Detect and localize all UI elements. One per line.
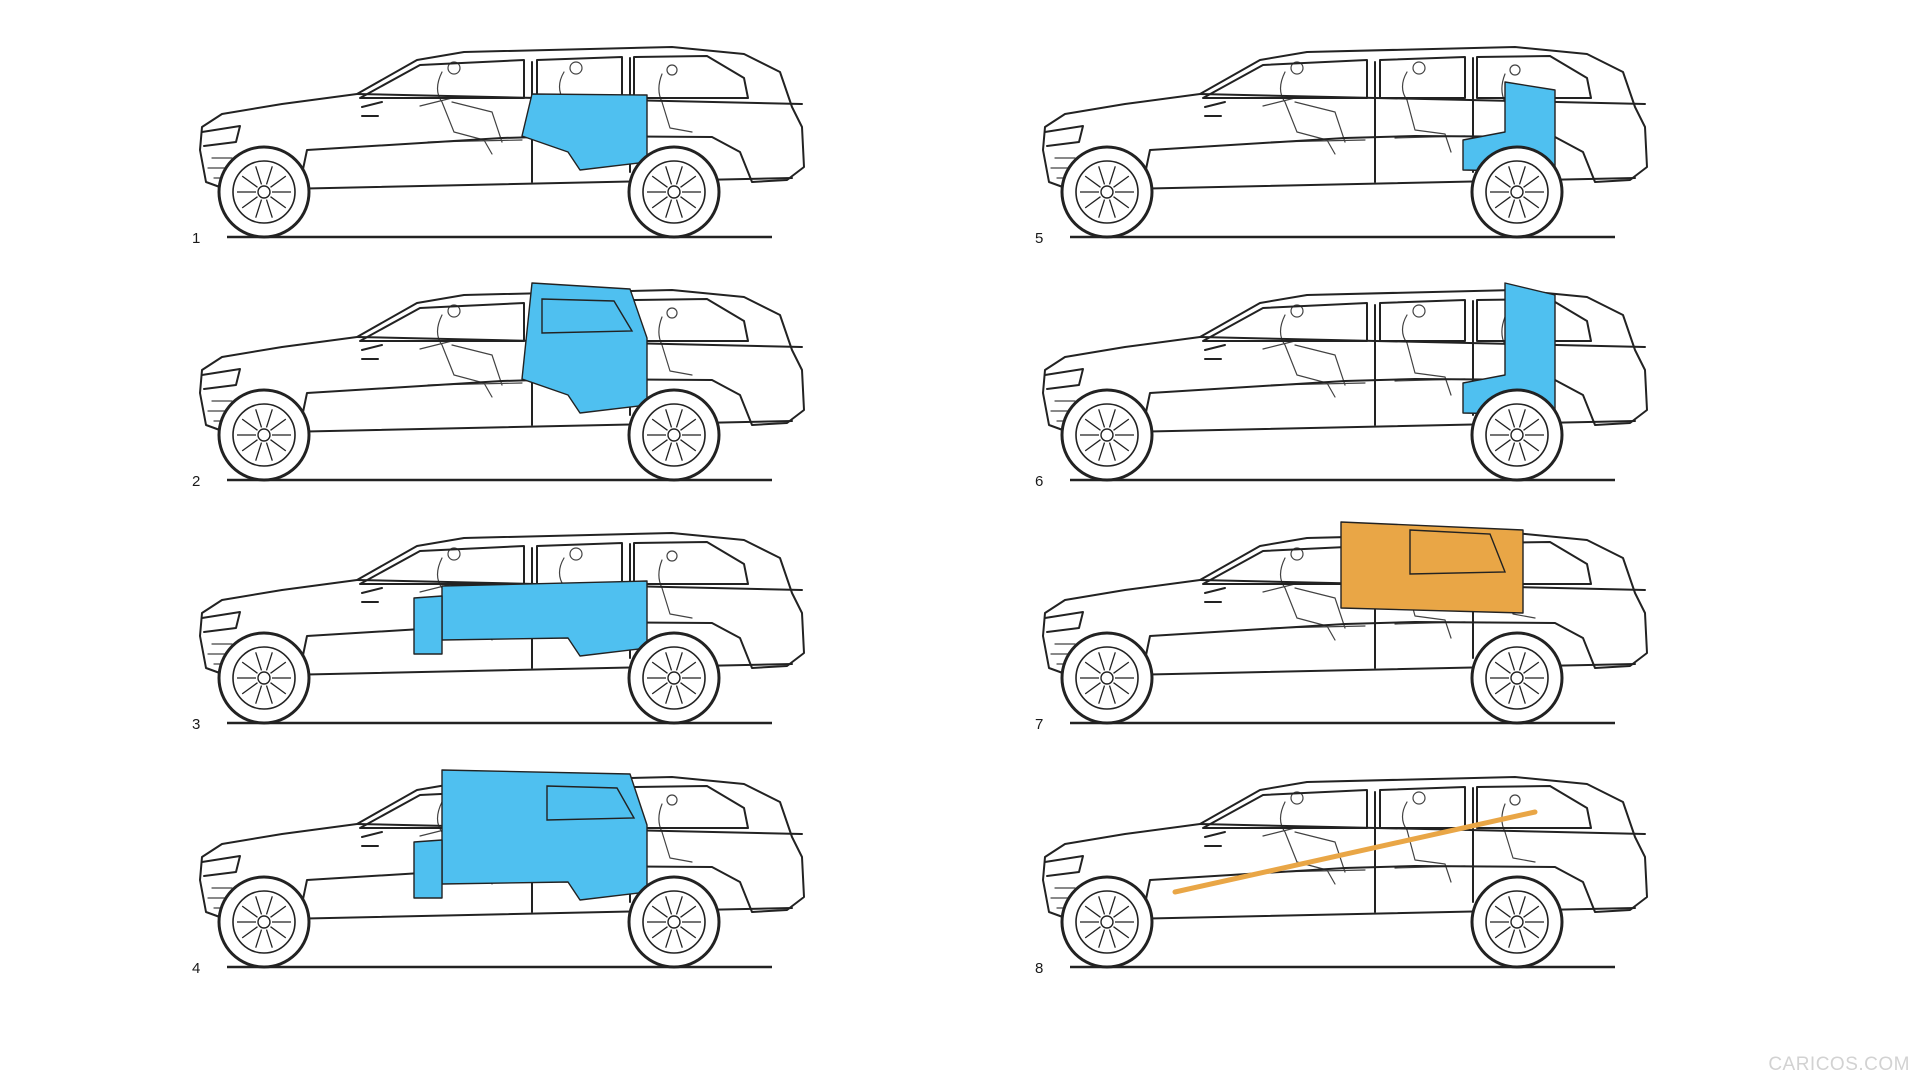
configuration-panel: 4	[192, 762, 872, 1002]
suv-side-view	[199, 532, 805, 725]
rear-wheel	[627, 145, 721, 239]
cargo-area	[1340, 521, 1524, 614]
suv-side-view	[199, 769, 805, 969]
panel-number: 5	[1035, 230, 1044, 247]
front-wheel	[217, 631, 311, 725]
panel-number: 3	[192, 716, 201, 733]
rear-wheel	[627, 631, 721, 725]
configuration-panel: 3	[192, 518, 872, 758]
rear-wheel	[1470, 875, 1564, 969]
rear-wheel	[1470, 388, 1564, 482]
cargo-area	[413, 580, 648, 657]
cargo-area	[521, 93, 648, 171]
front-wheel	[1060, 875, 1154, 969]
rear-wheel	[627, 388, 721, 482]
configuration-panel: 5	[1035, 32, 1715, 272]
configuration-panel: 8	[1035, 762, 1715, 1002]
front-wheel	[217, 145, 311, 239]
rear-wheel	[627, 875, 721, 969]
suv-side-view	[199, 282, 805, 482]
panel-number: 4	[192, 960, 201, 977]
panel-number: 6	[1035, 473, 1044, 490]
configuration-panel: 1	[192, 32, 872, 272]
front-wheel	[217, 388, 311, 482]
front-wheel	[1060, 145, 1154, 239]
rear-wheel	[1470, 145, 1564, 239]
cargo-area	[521, 282, 648, 414]
suv-side-view	[1042, 46, 1648, 239]
panel-number: 7	[1035, 716, 1044, 733]
front-wheel	[1060, 631, 1154, 725]
suv-side-view	[199, 46, 805, 239]
rear-wheel	[1470, 631, 1564, 725]
configuration-panel: 6	[1035, 275, 1715, 515]
cargo-area	[1172, 809, 1538, 895]
panel-number: 2	[192, 473, 201, 490]
front-wheel	[1060, 388, 1154, 482]
cargo-area	[413, 769, 648, 901]
watermark: CARICOS.COM	[1768, 1054, 1910, 1075]
configuration-panel: 2	[192, 275, 872, 515]
panel-number: 1	[192, 230, 201, 247]
suv-side-view	[1042, 776, 1648, 969]
configuration-panel: 7	[1035, 518, 1715, 758]
front-wheel	[217, 875, 311, 969]
car-body	[1042, 776, 1648, 921]
cargo-area	[1462, 282, 1556, 416]
suv-side-view	[1042, 521, 1648, 725]
panel-number: 8	[1035, 960, 1044, 977]
suv-side-view	[1042, 282, 1648, 482]
